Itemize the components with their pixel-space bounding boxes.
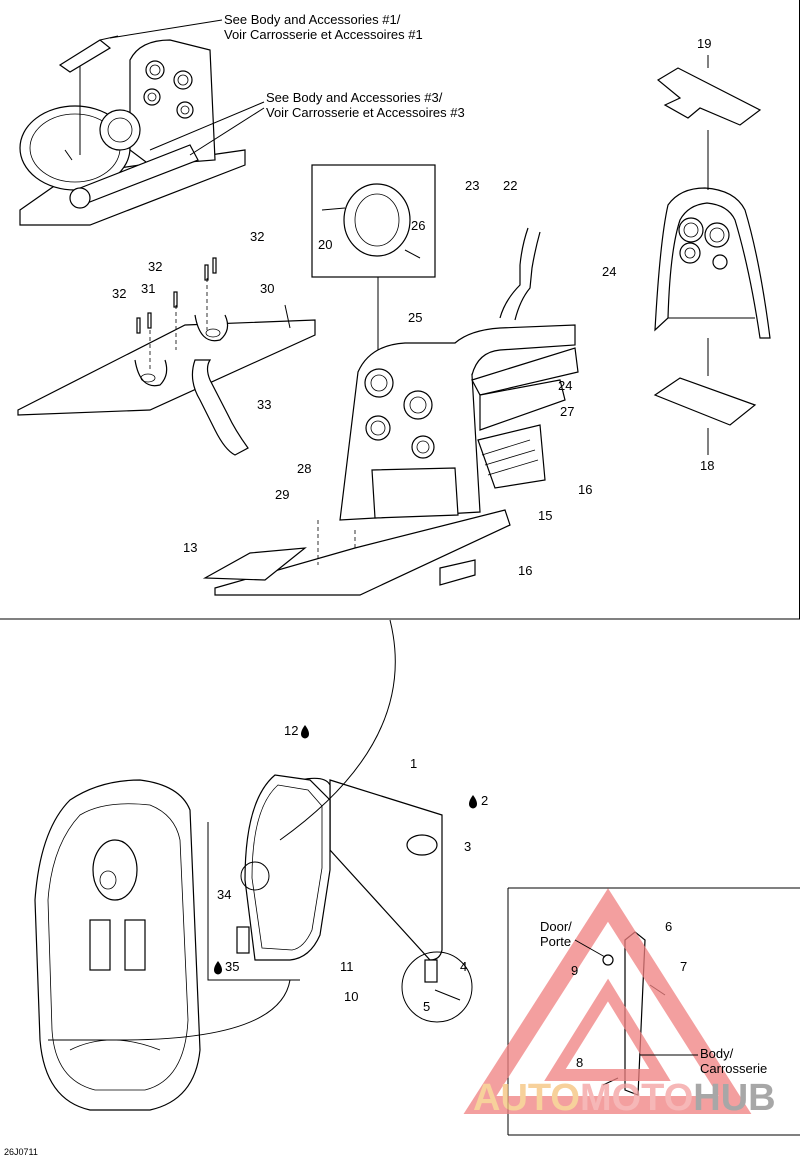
callout-24-mid: 24	[558, 378, 572, 393]
callout-18: 18	[700, 458, 714, 473]
callout-34: 34	[217, 887, 231, 902]
figure-code: 26J0711	[4, 1147, 38, 1157]
note-body1-en: See Body and Accessories #1/	[224, 12, 401, 27]
note-door-fr: Porte	[540, 934, 571, 949]
clamp-plate-illustration	[17, 257, 316, 456]
callout-9: 9	[571, 963, 578, 978]
reference-note-body3: See Body and Accessories #3/ Voir Carros…	[149, 90, 465, 156]
callout-30: 30	[260, 281, 274, 296]
callout-15: 15	[538, 508, 552, 523]
callout-10: 10	[344, 989, 358, 1004]
watermark-hub: HUB	[693, 1077, 775, 1119]
callout-8: 8	[576, 1055, 583, 1070]
callout-labels: 19 23 22 32 26 20 32 24 31 30 32 25 24 3…	[112, 36, 714, 1070]
reference-assembly-illustration	[19, 35, 246, 226]
note-body1-fr: Voir Carrosserie et Accessoires #1	[224, 27, 423, 42]
note-body-fr: Carrosserie	[700, 1061, 767, 1076]
console-illustration	[202, 227, 579, 596]
callout-19: 19	[697, 36, 711, 51]
automotohub-watermark: AUTOMOTOHUB	[463, 888, 776, 1119]
drop-icons	[214, 725, 477, 975]
callout-13: 13	[183, 540, 197, 555]
watercraft-illustration	[34, 779, 291, 1111]
callout-27: 27	[560, 404, 574, 419]
door-illustration	[236, 619, 473, 1023]
note-body3-en: See Body and Accessories #3/	[266, 90, 443, 105]
callout-6: 6	[665, 919, 672, 934]
callout-12: 12	[284, 723, 298, 738]
note-body3-fr: Voir Carrosserie et Accessoires #3	[266, 105, 465, 120]
watermark-triangle	[463, 888, 752, 1114]
callout-26: 26	[411, 218, 425, 233]
callout-7: 7	[680, 959, 687, 974]
callout-35: 35	[225, 959, 239, 974]
callout-33: 33	[257, 397, 271, 412]
callout-1: 1	[410, 756, 417, 771]
callout-24-top: 24	[602, 264, 616, 279]
callout-16-upper: 16	[578, 482, 592, 497]
callout-2: 2	[481, 793, 488, 808]
callout-32-mid: 32	[148, 259, 162, 274]
callout-31: 31	[141, 281, 155, 296]
callout-3: 3	[464, 839, 471, 854]
callout-32-left: 32	[112, 286, 126, 301]
callout-22: 22	[503, 178, 517, 193]
watermark-auto: AUTO	[473, 1077, 580, 1119]
note-body-en: Body/	[700, 1046, 734, 1061]
callout-20: 20	[318, 237, 332, 252]
callout-4: 4	[460, 959, 467, 974]
door-body-notes: Door/ Porte Body/ Carrosserie	[540, 919, 767, 1076]
callout-5: 5	[423, 999, 430, 1014]
callout-32-top: 32	[250, 229, 264, 244]
storage-cover-illustration	[653, 55, 771, 455]
callout-16-lower: 16	[518, 563, 532, 578]
drop-icon	[214, 961, 222, 975]
detail-inset-fitting	[311, 164, 436, 350]
drop-icon	[469, 795, 477, 809]
drop-icon	[301, 725, 309, 739]
callout-29: 29	[275, 487, 289, 502]
callout-11: 11	[340, 959, 354, 974]
callout-28: 28	[297, 461, 311, 476]
callout-25: 25	[408, 310, 422, 325]
watermark-moto: MOTO	[580, 1077, 693, 1119]
note-door-en: Door/	[540, 919, 572, 934]
callout-23: 23	[465, 178, 479, 193]
watermark-text: AUTOMOTOHUB	[473, 1077, 776, 1119]
reference-note-body1: See Body and Accessories #1/ Voir Carros…	[109, 12, 423, 42]
